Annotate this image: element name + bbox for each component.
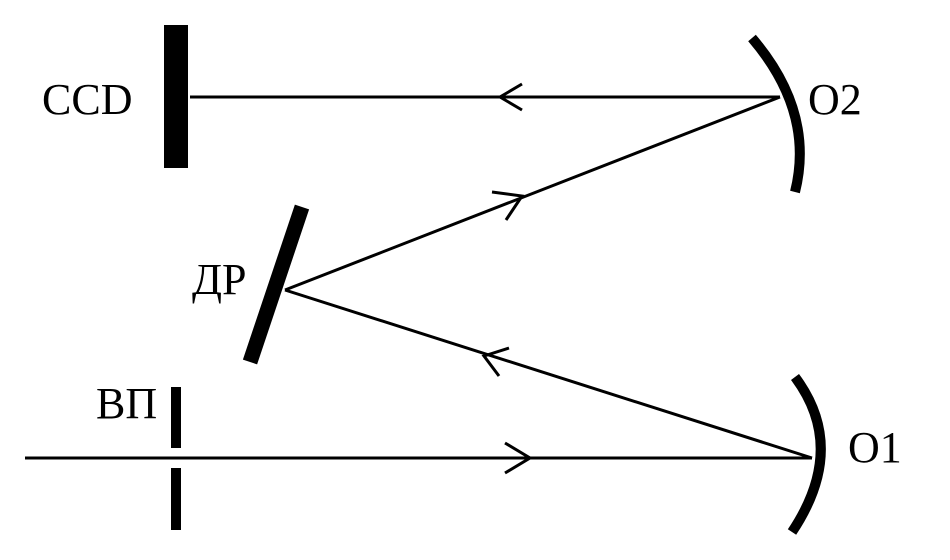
slit-label: ВП bbox=[96, 379, 158, 428]
arrow-toward-o2 bbox=[491, 190, 525, 221]
ccd-label: CCD bbox=[42, 75, 133, 124]
grating-label: ДР bbox=[192, 255, 247, 304]
arrow-right-input-beam bbox=[504, 441, 533, 475]
beam-segment-o1-to-grating bbox=[284, 288, 813, 460]
arrow-toward-grating bbox=[481, 346, 510, 377]
mirror-o1 bbox=[787, 374, 826, 535]
arrow-left-toward-ccd bbox=[497, 82, 523, 112]
mirror-o2 bbox=[748, 34, 805, 194]
ccd-detector bbox=[164, 25, 188, 168]
diffraction-grating bbox=[242, 204, 310, 365]
mirror-o2-label: O2 bbox=[808, 75, 862, 124]
beam-segment-grating-to-o2 bbox=[284, 95, 781, 292]
mirror-o1-label: O1 bbox=[848, 423, 902, 472]
